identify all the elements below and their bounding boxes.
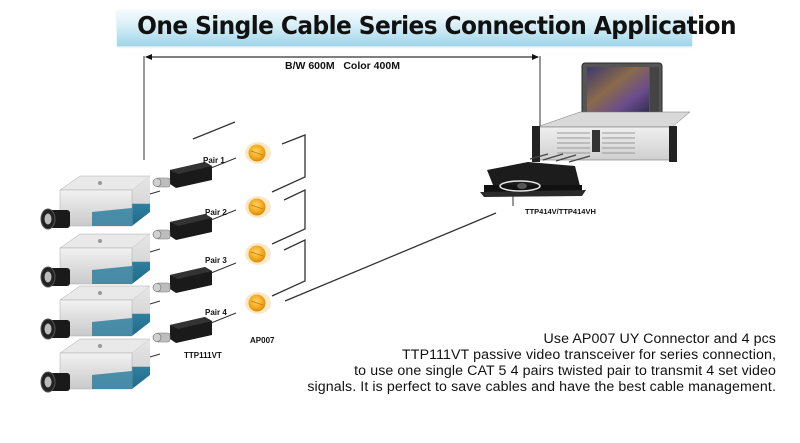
uy-connector-ap007 <box>245 292 271 314</box>
description-line: TTP111VT passive video transceiver for s… <box>402 347 776 363</box>
receiver-hub <box>480 162 586 206</box>
camera-lens <box>40 266 70 288</box>
pair-3-label: Pair 3 <box>205 256 227 265</box>
camera <box>40 233 161 288</box>
description-line: Use AP007 UY Connector and 4 pcs <box>543 331 776 347</box>
description-line: signals. It is perfect to save cables an… <box>307 379 776 395</box>
title-banner: One Single Cable Series Connection Appli… <box>117 10 737 46</box>
description-line: to use one single CAT 5 4 pairs twisted … <box>354 363 776 379</box>
pair-4-label: Pair 4 <box>205 308 227 317</box>
video-balun-ttp111vt <box>152 157 237 188</box>
pair-2-label: Pair 2 <box>205 208 227 217</box>
description-text: Use AP007 UY Connector and 4 pcs TTP111V… <box>307 331 776 395</box>
camera <box>40 338 161 393</box>
transceiver-label: TTP111VT <box>184 351 222 360</box>
twisted-pair-wiring <box>192 121 497 302</box>
video-balun-ttp111vt <box>152 209 237 240</box>
uy-connector-ap007 <box>245 243 271 265</box>
camera-lens <box>40 318 70 340</box>
dvr-monitor-station <box>480 62 691 206</box>
uy-connector-ap007 <box>245 196 271 218</box>
video-balun-ttp111vt <box>152 312 237 343</box>
camera <box>40 285 161 340</box>
receiver-label: TTP414V/TTP414VH <box>525 207 596 216</box>
pair-1-label: Pair 1 <box>203 156 225 165</box>
dvr-rack-unit <box>532 111 691 162</box>
video-balun-ttp111vt <box>152 262 237 293</box>
uy-connector-ap007 <box>245 142 271 164</box>
connector-label: AP007 <box>250 336 275 345</box>
camera-lens <box>40 371 70 393</box>
camera-lens <box>40 208 70 230</box>
camera <box>40 175 161 230</box>
distance-label: B/W 600M Color 400M <box>285 60 400 72</box>
page-title: One Single Cable Series Connection Appli… <box>137 11 736 40</box>
video-output-cables <box>529 153 591 163</box>
monitor <box>581 62 663 122</box>
